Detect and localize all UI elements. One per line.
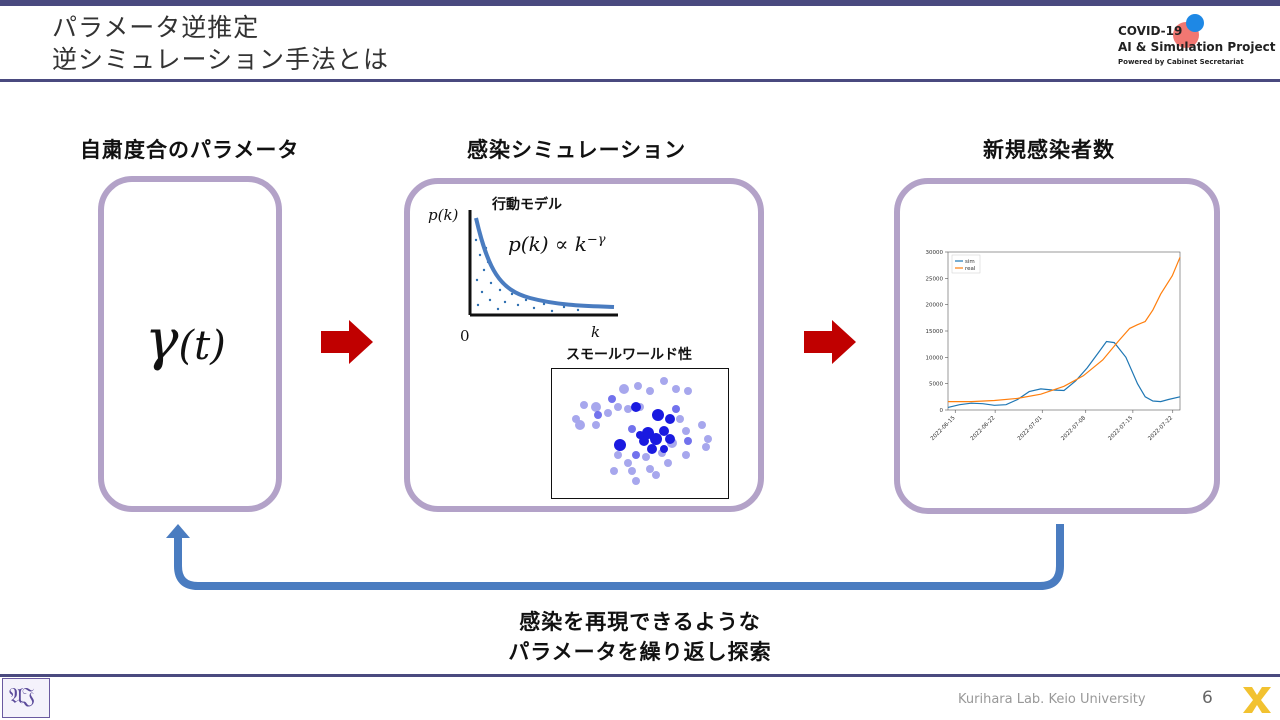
x-tick-label: 2022-07-08 <box>1060 415 1087 442</box>
ai-lab-logo: 𝔄𝔍 <box>2 678 50 718</box>
arrow-right-icon <box>321 320 373 364</box>
y-tick-label: 30000 <box>926 250 944 256</box>
cases-box <box>894 178 1220 514</box>
x-tick-label: 2022-07-22 <box>1147 415 1174 442</box>
logo-line1: COVID-19 <box>1118 24 1183 38</box>
arrow-right-icon <box>804 320 856 364</box>
power-law-exponent: −γ <box>586 232 606 248</box>
loop-caption-line2: パラメータを繰り返し探索 <box>508 640 772 664</box>
network-cluster-graphic <box>572 377 712 485</box>
legend-label-sim: sim <box>965 259 975 265</box>
loop-caption-line1: 感染を再現できるような <box>519 610 761 634</box>
top-accent-bar <box>0 0 1280 6</box>
slide-title-line2: 逆シミュレーション手法とは <box>52 45 390 74</box>
logo-line3: Powered by Cabinet Secretariat <box>1118 58 1244 66</box>
y-tick-label: 20000 <box>926 303 944 309</box>
small-world-network-image <box>551 368 729 499</box>
series-line-real <box>948 257 1181 403</box>
x-tick-label: 2022-06-15 <box>930 415 957 442</box>
x-tick-label: 2022-07-01 <box>1017 415 1044 442</box>
power-law-formula: p(k) ∝ k−γ <box>508 232 606 256</box>
left-heading: 自粛度合のパラメータ <box>80 138 300 162</box>
series-line-sim <box>947 340 1181 408</box>
parameter-box <box>98 176 282 512</box>
gamma-symbol: γ(t) <box>145 308 226 373</box>
power-law-plot <box>468 210 618 317</box>
x-tick-label: 2022-06-22 <box>970 415 997 442</box>
logo-line2: AI & Simulation Project <box>1118 40 1276 54</box>
feedback-loop-arrow-icon <box>166 524 1064 590</box>
origin-zero-label: 0 <box>460 327 470 345</box>
right-heading: 新規感染者数 <box>983 138 1115 162</box>
k-axis-label: k <box>591 323 601 341</box>
y-tick-label: 0 <box>940 408 944 414</box>
power-law-curve <box>474 217 615 309</box>
power-law-dots <box>474 238 592 313</box>
y-tick-label: 5000 <box>929 382 943 388</box>
power-law-base: p(k) ∝ k <box>508 232 587 256</box>
new-cases-line-chart: 0 5000 10000 15000 20000 25000 30000 2022-06-15… <box>926 250 1181 442</box>
small-world-label: スモールワールド性 <box>566 347 692 363</box>
legend-label-real: real <box>965 266 976 272</box>
slide-title: パラメータ逆推定 逆シミュレーション手法とは <box>52 12 389 76</box>
y-tick-label: 25000 <box>926 276 944 282</box>
x-shaped-logo-icon <box>1243 687 1271 713</box>
footer-lab-name: Kurihara Lab. Keio University <box>958 692 1146 707</box>
y-tick-label: 10000 <box>926 355 944 361</box>
gamma-subscript: (t) <box>178 323 226 369</box>
middle-heading: 感染シミュレーション <box>467 138 687 162</box>
page-number: 6 <box>1202 688 1213 708</box>
behavior-model-label: 行動モデル <box>492 197 562 213</box>
pk-axis-label: p(k) <box>428 206 459 224</box>
covid-project-logo: COVID-19 AI & Simulation Project Powered… <box>1118 14 1278 74</box>
title-divider <box>0 79 1280 82</box>
slide-title-line1: パラメータ逆推定 <box>52 13 260 42</box>
footer-divider <box>0 674 1280 677</box>
y-tick-label: 15000 <box>926 329 944 335</box>
gamma-letter: γ <box>145 308 179 373</box>
x-tick-label: 2022-07-15 <box>1107 415 1134 442</box>
logo-blue-circle <box>1186 14 1204 32</box>
